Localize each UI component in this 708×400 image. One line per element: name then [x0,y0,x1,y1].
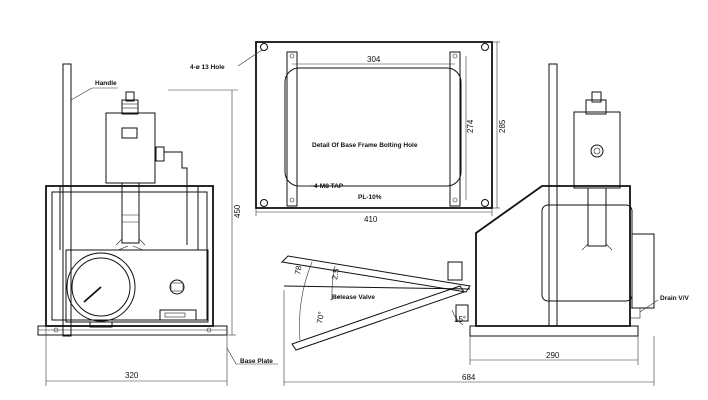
base-frame-detail-title: Detail Of Base Frame Bolting Hole [312,142,418,149]
front-height-dim: 450 [233,204,242,218]
tap-label: 4-M8 TAP [314,183,344,190]
holes-label: 4-ø 13 Hole [190,64,225,71]
inner-width-dim: 304 [367,55,381,64]
inner-height-dim: 274 [466,119,475,133]
angle-lower-dim: 15° [454,315,466,324]
side-base-dim: 290 [546,351,560,360]
handle-label: Handle [95,80,117,87]
front-width-dim: 320 [125,371,139,380]
plate-thickness-label: PL-10% [358,194,382,201]
drain-label: Drain V/V [660,295,690,302]
angle-left-dim: 70° [315,311,326,324]
angle-upper-dim: 78 [293,264,304,275]
base-frame-detail [237,41,500,216]
side-overall-dim: 684 [462,373,476,382]
outer-height-dim: 285 [498,119,507,133]
release-valve-label: Release Valve [332,294,375,301]
angle-small-dim: 2.5 [330,267,341,280]
front-view [37,63,278,386]
base-plate-label: Base Plate [240,358,273,365]
side-view [280,63,659,386]
outer-width-dim: 410 [364,215,378,224]
